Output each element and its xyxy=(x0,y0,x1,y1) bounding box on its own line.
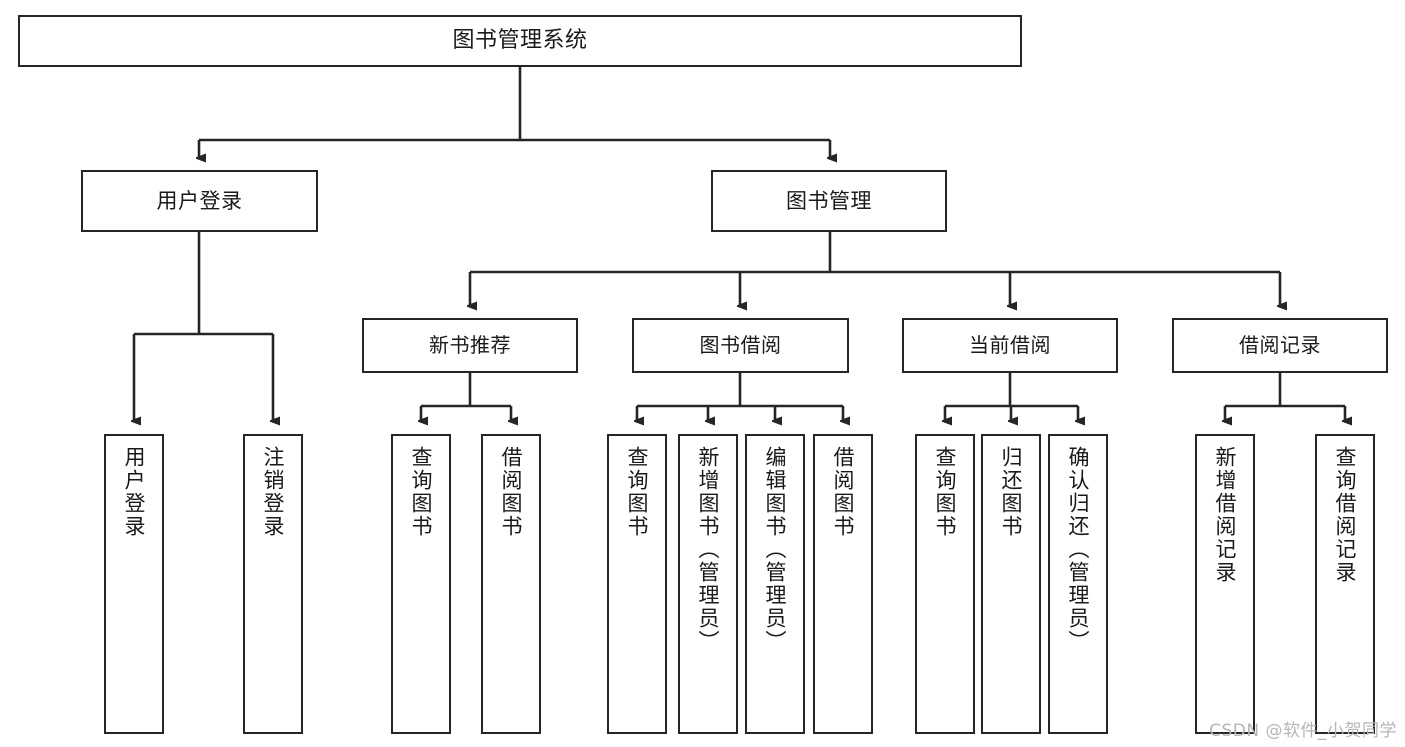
node-leaf-query-book-recommend-label: 查询图书 xyxy=(409,446,434,538)
node-leaf-return-book-label: 归还图书 xyxy=(999,446,1024,538)
node-book-borrow-label: 图书借阅 xyxy=(699,332,782,357)
node-book-manage[interactable]: 图书管理 xyxy=(711,170,947,232)
node-leaf-user-login-label: 用户登录 xyxy=(122,446,147,538)
node-leaf-logout-label: 注销登录 xyxy=(261,446,286,538)
node-leaf-add-borrow-record-label: 新增借阅记录 xyxy=(1213,446,1238,584)
node-root-label: 图书管理系统 xyxy=(452,28,588,54)
node-leaf-return-book[interactable]: 归还图书 xyxy=(981,434,1041,734)
node-user-login[interactable]: 用户登录 xyxy=(81,170,318,232)
node-leaf-query-book-current-label: 查询图书 xyxy=(933,446,958,538)
node-current-borrow[interactable]: 当前借阅 xyxy=(902,318,1118,373)
node-leaf-edit-book-admin[interactable]: 编辑图书（管理员） xyxy=(745,434,805,734)
node-root[interactable]: 图书管理系统 xyxy=(18,15,1022,67)
node-leaf-user-login[interactable]: 用户登录 xyxy=(104,434,164,734)
node-new-book-recommend-label: 新书推荐 xyxy=(429,332,511,357)
node-leaf-confirm-return-admin-label: 确认归还（管理员） xyxy=(1066,446,1091,653)
node-user-login-label: 用户登录 xyxy=(156,188,243,213)
node-leaf-borrow-book[interactable]: 借阅图书 xyxy=(813,434,873,734)
node-leaf-query-book-recommend[interactable]: 查询图书 xyxy=(391,434,451,734)
node-leaf-query-borrow-record-label: 查询借阅记录 xyxy=(1333,446,1358,584)
node-leaf-add-book-admin-label: 新增图书（管理员） xyxy=(696,446,721,653)
node-leaf-edit-book-admin-label: 编辑图书（管理员） xyxy=(763,446,788,653)
node-leaf-query-borrow-record[interactable]: 查询借阅记录 xyxy=(1315,434,1375,734)
node-new-book-recommend[interactable]: 新书推荐 xyxy=(362,318,578,373)
node-leaf-borrow-book-recommend[interactable]: 借阅图书 xyxy=(481,434,541,734)
node-borrow-record-label: 借阅记录 xyxy=(1239,332,1321,357)
node-leaf-borrow-book-label: 借阅图书 xyxy=(831,446,856,538)
node-borrow-record[interactable]: 借阅记录 xyxy=(1172,318,1388,373)
node-leaf-confirm-return-admin[interactable]: 确认归还（管理员） xyxy=(1048,434,1108,734)
node-leaf-borrow-book-recommend-label: 借阅图书 xyxy=(499,446,524,538)
node-book-manage-label: 图书管理 xyxy=(786,188,872,213)
node-book-borrow[interactable]: 图书借阅 xyxy=(632,318,849,373)
node-leaf-add-borrow-record[interactable]: 新增借阅记录 xyxy=(1195,434,1255,734)
node-leaf-query-book-current[interactable]: 查询图书 xyxy=(915,434,975,734)
node-leaf-add-book-admin[interactable]: 新增图书（管理员） xyxy=(678,434,738,734)
node-leaf-logout[interactable]: 注销登录 xyxy=(243,434,303,734)
node-current-borrow-label: 当前借阅 xyxy=(969,332,1051,357)
node-leaf-query-book-borrow-label: 查询图书 xyxy=(625,446,650,538)
node-leaf-query-book-borrow[interactable]: 查询图书 xyxy=(607,434,667,734)
watermark: CSDN @软件_小贺同学 xyxy=(1209,721,1397,741)
